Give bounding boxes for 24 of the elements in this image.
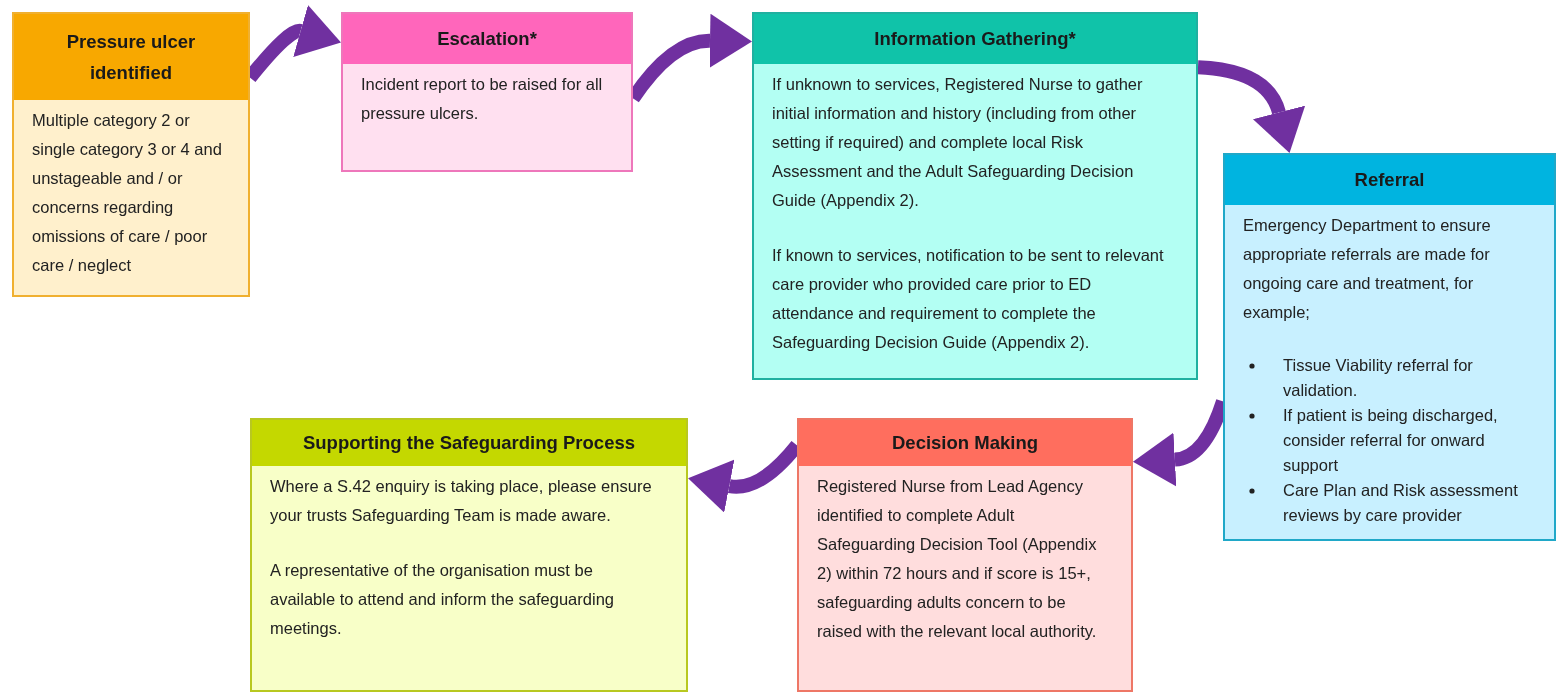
process-card [12, 12, 250, 297]
process-card [797, 418, 1133, 692]
bullet-item: If patient is being discharged, consider referral for onward support [1283, 405, 1499, 476]
step-title: Supporting the Safeguarding Process [252, 420, 686, 466]
step-description: Registered Nurse from Lead Agency identified to complete Adult Safeguarding Decision Tool (Appendix 2) within 72 hours and if score is 15+, safeguarding adults concern to be raised with the relevant local authority. [817, 476, 1098, 642]
step-title: Decision Making [799, 420, 1131, 466]
process-card [752, 12, 1198, 380]
curved-arrow [1197, 60, 1305, 153]
step-title: Pressure ulcer identified [14, 14, 248, 100]
step-description: Emergency Department to ensure appropriate referrals are made for ongoing care and treatment, for example; [1243, 215, 1492, 323]
bullet-item: Care Plan and Risk assessment reviews by care provider [1283, 480, 1519, 526]
step-title: Escalation* [343, 14, 631, 64]
step-description: Where a S.42 enquiry is taking place, please ensure your trusts Safeguarding Team is made aware. [270, 476, 653, 526]
bullet-item: Tissue Viability referral for validation. [1283, 355, 1474, 401]
step-description: A representative of the organisation must be available to attend and inform the safeguarding meetings. [270, 560, 615, 639]
step-description: Multiple category 2 or single category 3 or 4 and unstageable and / or concerns regarding omissions of care / poor care / neglect [32, 110, 222, 276]
step-title: Information Gathering* [754, 14, 1196, 64]
process-card [250, 418, 688, 692]
step-description: If unknown to services, Registered Nurse to gather initial information and history (including from other setting if required) and complete local Risk Assessment and the Adult Safeguarding Decision Guide (Appendix 2). [772, 74, 1144, 211]
process-card [1223, 153, 1556, 541]
step-title: Referral [1225, 155, 1554, 205]
process-card [341, 12, 633, 172]
step-description: If known to services, notification to be sent to relevant care provider who provided care prior to ED attendance and requirement to complete the Safeguarding Decision Guide (Appendix 2). [772, 245, 1165, 353]
step-description: Incident report to be raised for all pressure ulcers. [361, 74, 604, 124]
